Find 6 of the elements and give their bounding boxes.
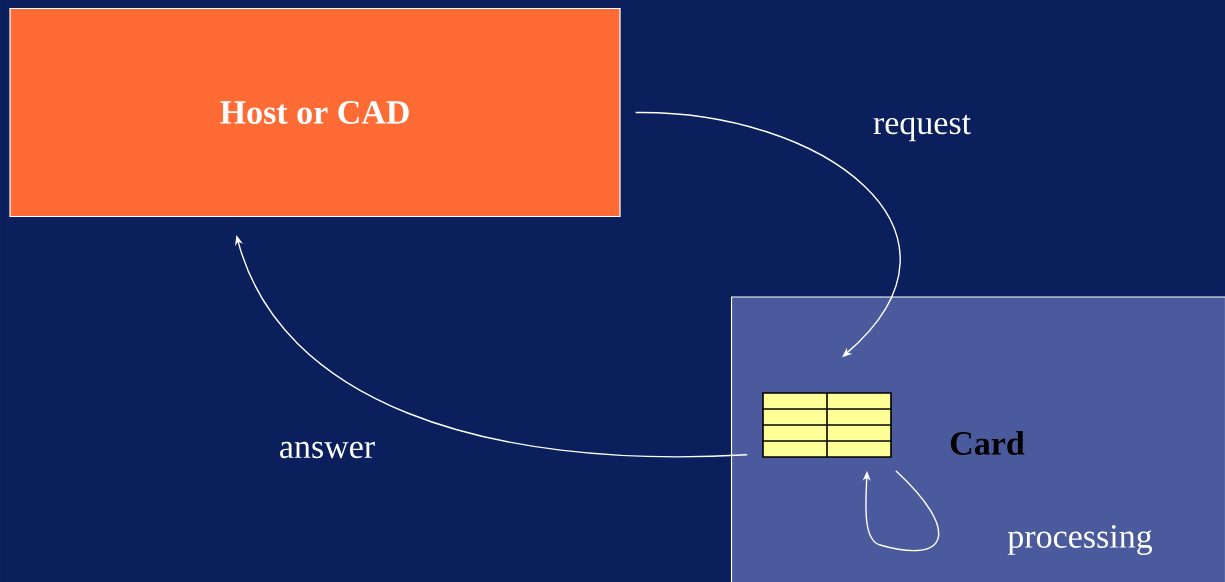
edge-label: answer: [280, 441, 375, 459]
host-box: Host or CAD: [9, 7, 621, 218]
chip-drawing: [762, 392, 892, 458]
edge-label: request: [873, 114, 971, 142]
edge-label: processing: [1007, 525, 1153, 555]
arrow: [862, 470, 940, 552]
